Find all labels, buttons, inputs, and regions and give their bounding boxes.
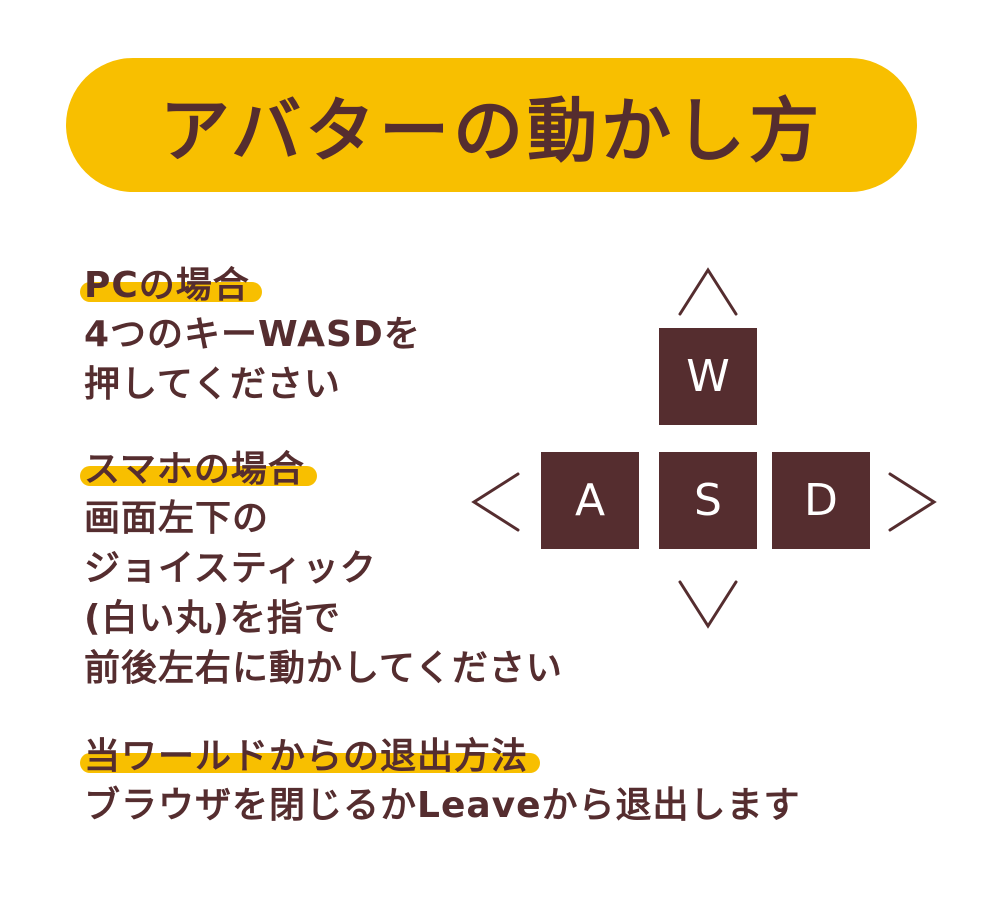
smartphone-heading: スマホの場合 bbox=[80, 446, 317, 494]
key-a: A bbox=[541, 452, 639, 549]
pc-line-1: 4つのキーWASDを bbox=[84, 314, 421, 355]
arrow-left-icon bbox=[471, 472, 520, 532]
key-s: S bbox=[659, 452, 757, 549]
smartphone-line-4: 前後左右に動かしてください bbox=[84, 648, 563, 689]
arrow-up-icon bbox=[678, 267, 738, 316]
title-banner: アバターの動かし方 bbox=[66, 58, 917, 192]
arrow-down-icon bbox=[678, 580, 738, 629]
exit-section: 当ワールドからの退出方法 ブラウザを閉じるかLeaveから退出します bbox=[79, 733, 801, 831]
page-title: アバターの動かし方 bbox=[159, 89, 824, 172]
pc-heading: PCの場合 bbox=[80, 262, 262, 310]
exit-line-1: ブラウザを閉じるかLeaveから退出します bbox=[84, 785, 801, 826]
key-w: W bbox=[659, 328, 757, 425]
exit-heading: 当ワールドからの退出方法 bbox=[79, 733, 541, 781]
key-d: D bbox=[772, 452, 870, 549]
arrow-right-icon bbox=[888, 472, 937, 532]
smartphone-line-3: (白い丸)を指で bbox=[84, 598, 341, 639]
pc-line-2: 押してください bbox=[84, 364, 341, 405]
smartphone-line-2: ジョイスティック bbox=[84, 548, 377, 589]
pc-section: PCの場合 4つのキーWASDを 押してください bbox=[80, 262, 421, 410]
smartphone-line-1: 画面左下の bbox=[84, 498, 270, 539]
smartphone-section: スマホの場合 画面左下の ジョイスティック (白い丸)を指で 前後左右に動かして… bbox=[80, 446, 563, 694]
